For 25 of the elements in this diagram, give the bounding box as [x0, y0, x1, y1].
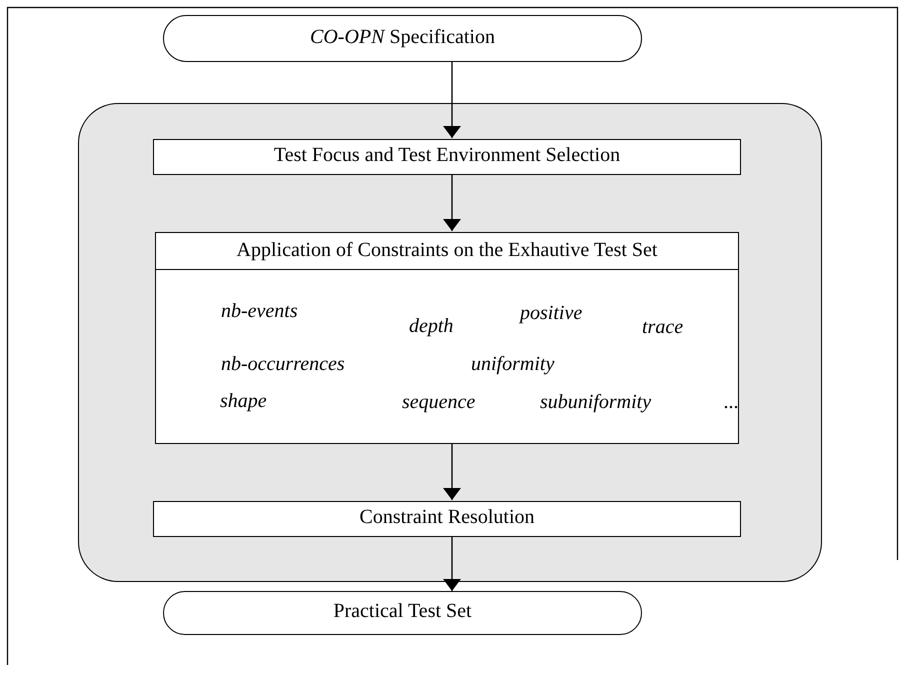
process-group-panel: [78, 103, 822, 582]
constraint-term: ...: [724, 391, 739, 414]
constraint-term: trace: [642, 316, 684, 339]
end-terminal: [163, 591, 642, 635]
process-box: [155, 232, 739, 444]
constraint-term: positive: [520, 302, 582, 325]
process-box: [153, 501, 741, 537]
arrow: [443, 443, 461, 500]
constraint-term: uniformity: [471, 353, 554, 376]
box-title: Practical Test Set: [332, 600, 473, 623]
box-title: Test Focus and Test Environment Selection: [272, 144, 622, 167]
constraint-term: subuniformity: [540, 391, 652, 414]
box-title: Constraint Resolution: [358, 506, 536, 529]
box-title: Application of Constraints on the Exhautive Test Set: [236, 239, 658, 262]
arrow: [443, 62, 461, 138]
process-box: [153, 139, 741, 175]
constraint-term: shape: [220, 390, 267, 413]
box-title: CO-OPN Specification: [309, 26, 496, 48]
arrow: [443, 536, 461, 591]
constraint-term: nb-events: [221, 300, 298, 323]
constraint-term: depth: [409, 315, 454, 338]
arrow: [443, 174, 461, 231]
start-terminal: [163, 15, 642, 62]
constraint-term: nb-occurrences: [221, 353, 345, 376]
constraint-term: sequence: [402, 391, 476, 414]
